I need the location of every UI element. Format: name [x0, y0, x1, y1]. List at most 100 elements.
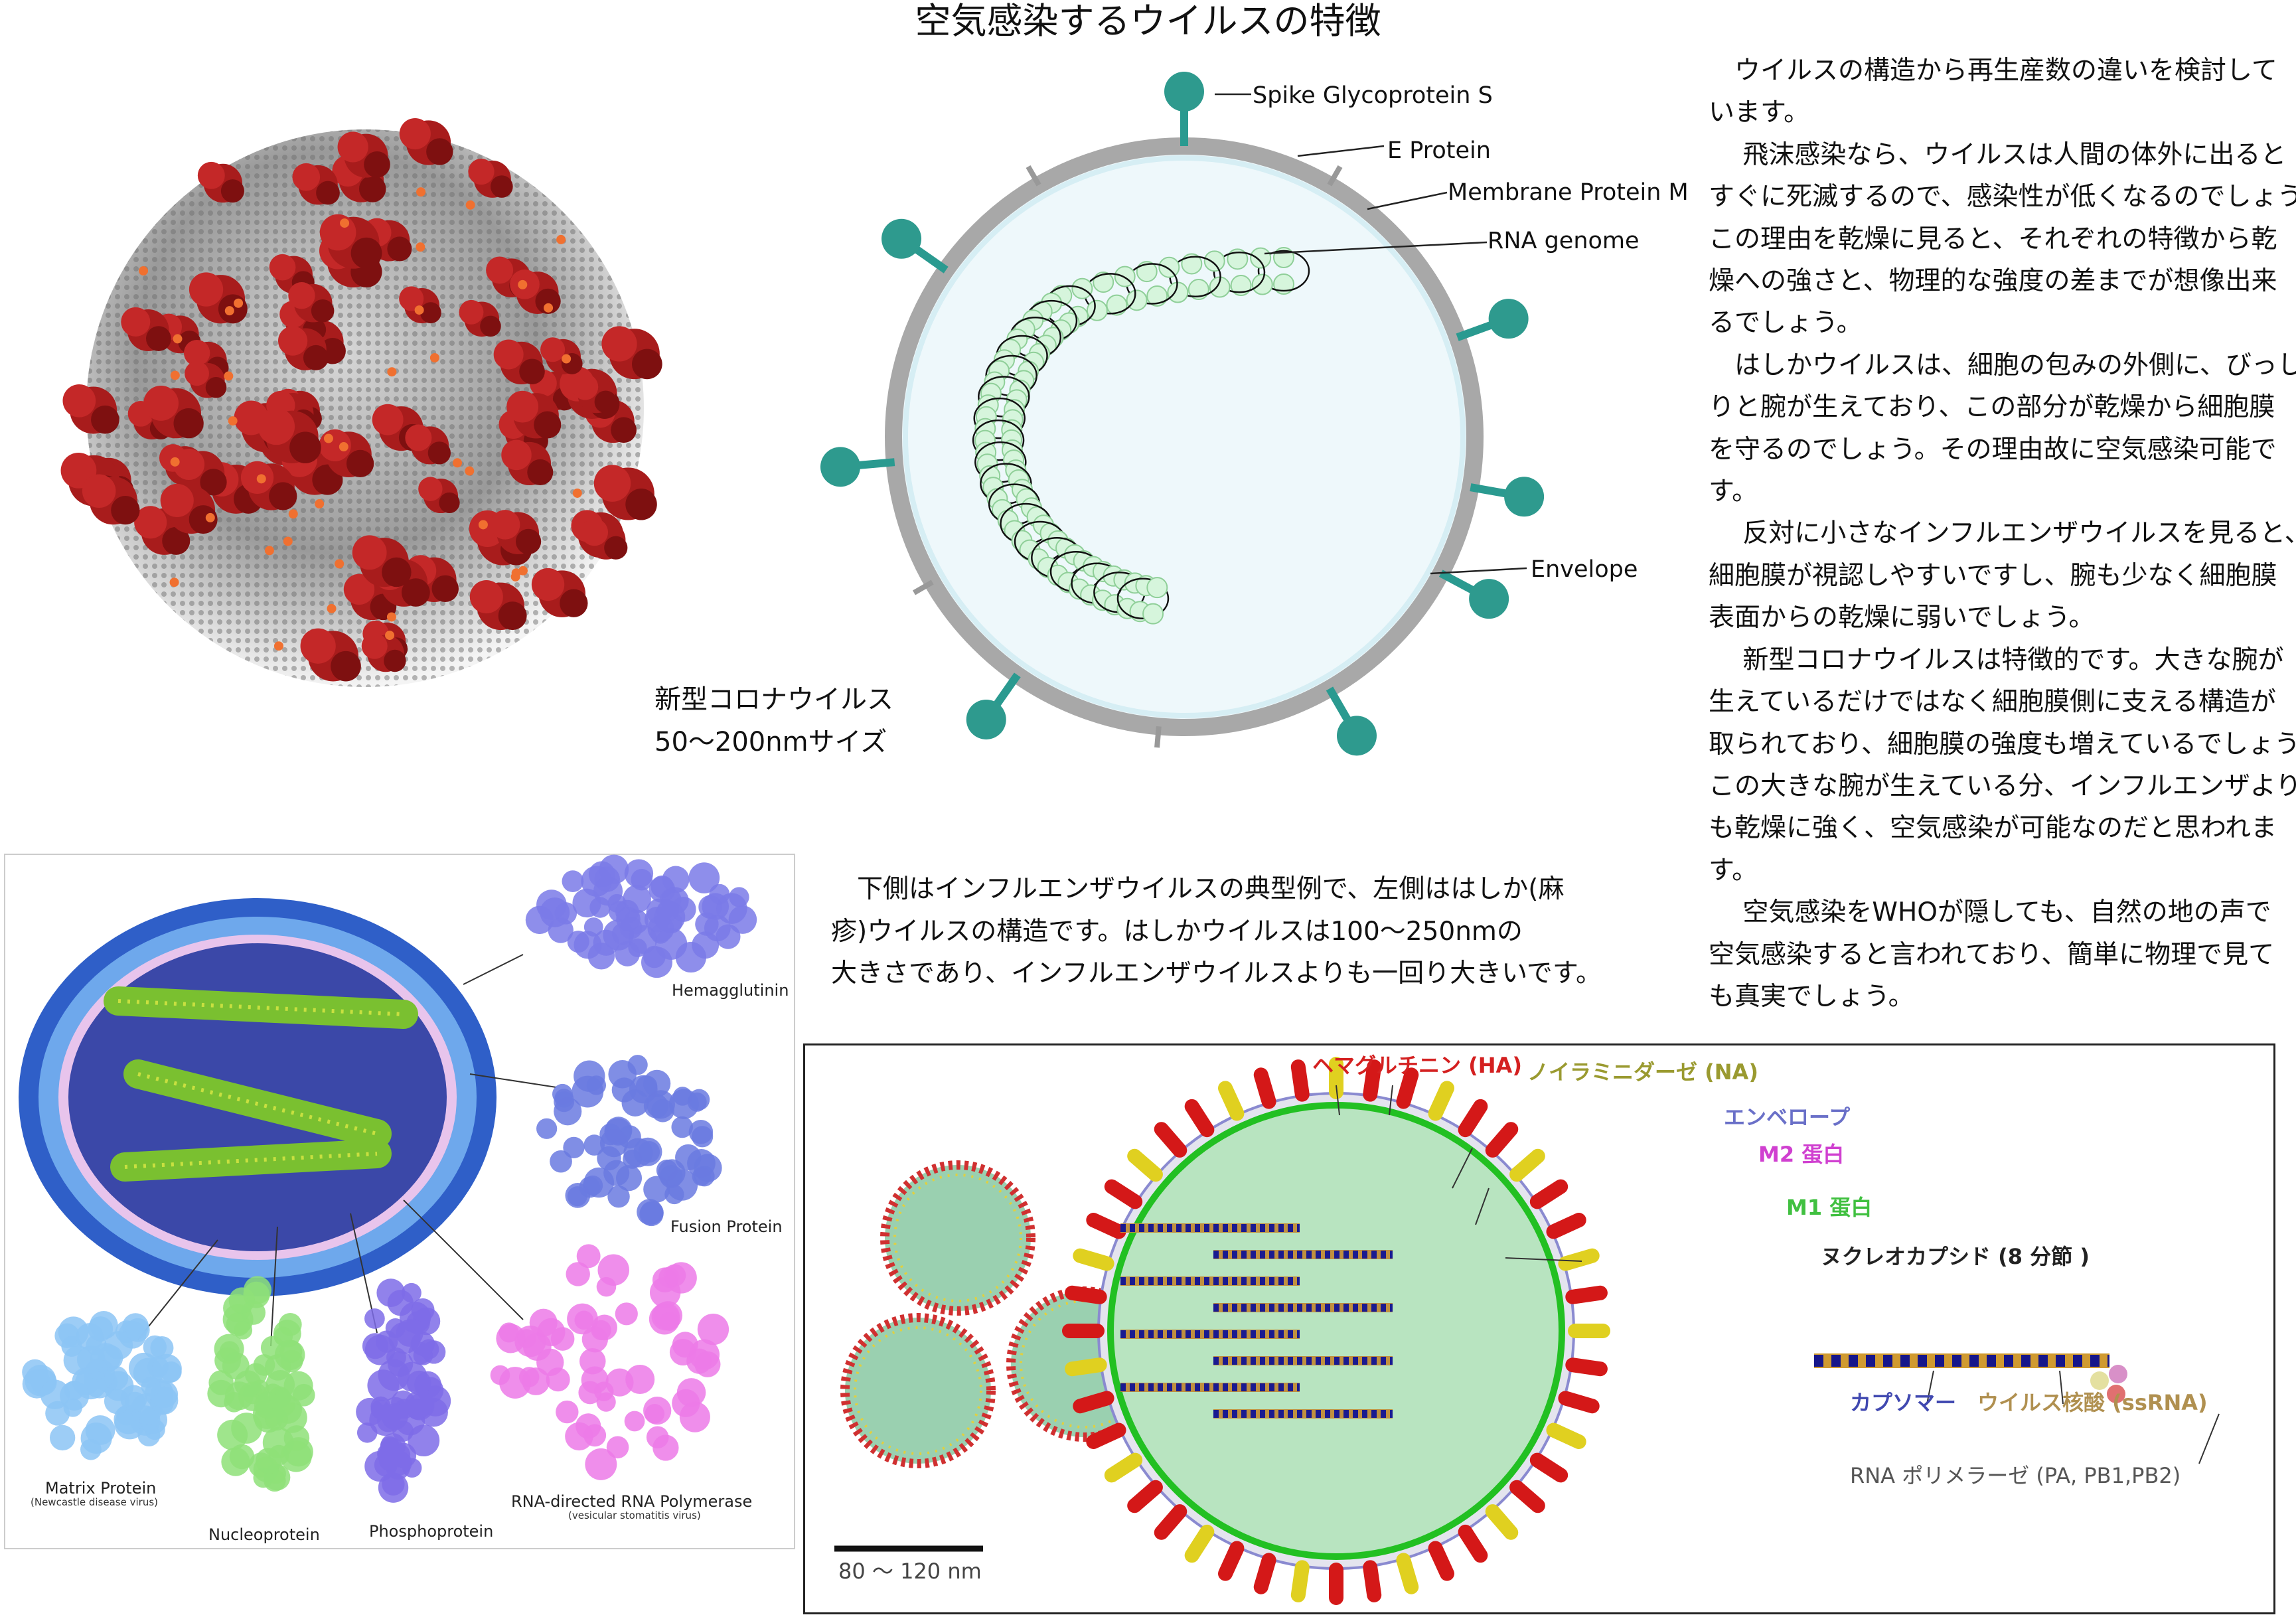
protein-atom — [406, 1370, 431, 1395]
protein-atom — [376, 1278, 406, 1308]
text-line: も真実でしょう。 — [1709, 981, 1914, 1012]
hemagglutinin-spike — [1065, 1285, 1107, 1304]
text-line: るでしょう。 — [1709, 308, 1863, 339]
orange-protein — [327, 603, 337, 613]
spike-lobe — [173, 408, 204, 439]
orange-protein — [414, 305, 424, 315]
spike-protein — [288, 282, 335, 323]
text-line: この理由を乾燥に見ると、それぞれの特徴から乾 — [1709, 224, 2277, 254]
nucleocapsid-bead — [1251, 273, 1273, 295]
spike-lobe — [189, 505, 218, 534]
spike-lobe — [531, 568, 565, 601]
protein-atom — [522, 1367, 550, 1395]
spike-protein — [399, 117, 453, 165]
label-ssrna: ウイルス核酸 (ssRNA) — [1977, 1390, 2208, 1415]
text-line: 燥への強さと、物理的な強度の差までが想像出来 — [1709, 266, 2277, 297]
text-line: すぐに死滅するので、感染性が低くなるのでしょう。 — [1709, 182, 2296, 212]
orange-protein — [224, 306, 234, 316]
protein-atom — [692, 931, 720, 959]
protein-atom — [364, 1308, 385, 1329]
protein-atom — [669, 1339, 697, 1366]
spike-protein — [531, 568, 588, 617]
text-line: います。 — [1709, 98, 1810, 128]
spike-lobe — [331, 651, 361, 682]
spike-lobe — [337, 131, 368, 163]
spike-lobe — [498, 601, 527, 631]
virion-dots — [893, 1174, 1022, 1302]
hemagglutinin-spike — [1253, 1553, 1276, 1594]
protein-atom — [672, 1087, 692, 1106]
spike-glycoprotein — [820, 447, 895, 487]
spike-protein — [580, 518, 628, 560]
coronavirus-structure-diagram — [820, 72, 1545, 756]
orange-protein — [340, 218, 350, 228]
protein-atom — [646, 1426, 669, 1449]
spike-protein — [292, 163, 340, 205]
protein-atom — [593, 929, 619, 956]
spike-lobe — [350, 237, 382, 269]
text-line: 反対に小さなインフルエンザウイルスを見ると、 — [1709, 518, 2296, 549]
protein-atom — [49, 1424, 76, 1451]
text-line: 空気感染すると言われており、簡単に物理で見て — [1709, 939, 2275, 970]
spike-lobe — [519, 358, 545, 385]
protein-atom — [260, 1336, 285, 1360]
orange-protein — [273, 641, 283, 651]
spike-lobe — [277, 326, 308, 356]
protein-atom — [152, 1353, 182, 1384]
label-rna-genome: RNA genome — [1488, 228, 1640, 254]
orange-protein — [511, 568, 521, 578]
protein-atom — [550, 1150, 572, 1173]
protein-atom — [279, 1340, 303, 1363]
label-envelope-jp: エンベロープ — [1724, 1105, 1851, 1130]
spike-protein — [258, 408, 321, 463]
spike-glycoprotein — [1164, 72, 1204, 146]
spike-lobe — [468, 159, 495, 185]
spike-glycoprotein — [881, 218, 949, 273]
spike-lobe — [594, 390, 617, 414]
spike-protein — [185, 361, 227, 398]
polymerase-pb1 — [2109, 1365, 2127, 1383]
hemagglutinin-spike — [1565, 1357, 1608, 1377]
spike-lobe — [197, 161, 225, 189]
virion-dots — [854, 1326, 982, 1455]
hemagglutinin-spike — [1428, 1541, 1454, 1581]
nucleocapsid-bead — [1136, 261, 1158, 283]
label-rna-polymerase: RNA ポリメラーゼ (PA, PB1,PB2) — [1850, 1463, 2181, 1488]
hemagglutinin-spike — [1290, 1059, 1310, 1102]
protein-atom — [214, 1347, 241, 1374]
spike-lobe — [382, 557, 412, 587]
protein-atom — [639, 1201, 664, 1227]
protein-atom — [603, 1160, 630, 1186]
label-hemagglutinin: Hemagglutinin — [672, 981, 789, 1000]
protein-atom — [619, 916, 643, 939]
spike-lobe — [358, 175, 386, 202]
nucleocapsid-bead — [1250, 247, 1272, 269]
protein-atom — [606, 1436, 629, 1459]
helix-stripe — [117, 999, 404, 1016]
nucleocapsid-bead — [1273, 273, 1294, 295]
spike-lobe — [480, 315, 501, 337]
nucleocapsid-bead — [1093, 271, 1114, 293]
protein-atom — [537, 1318, 566, 1347]
spike-lobe — [319, 214, 356, 251]
orange-protein — [228, 416, 238, 426]
nucleocapsid-bead — [1227, 248, 1249, 270]
spike-lobe — [82, 474, 116, 508]
spike-lobe — [501, 439, 532, 471]
orange-protein — [416, 242, 425, 252]
spike-lobe — [269, 254, 296, 281]
protein-atom — [221, 1447, 250, 1476]
nucleocapsid-bead — [1230, 275, 1252, 297]
text-line: 細胞膜が視認しやすいですし、腕も少なく細胞膜 — [1709, 560, 2277, 591]
protein-atom — [585, 1448, 617, 1480]
protein-atom — [688, 862, 720, 893]
spike-lobe — [490, 510, 520, 540]
membrane-protein — [1154, 726, 1162, 748]
protein-atom — [387, 1351, 414, 1377]
text-line: す。 — [1709, 855, 1758, 886]
neuraminidase-spike — [1546, 1423, 1586, 1449]
coronavirus-illustration — [60, 117, 662, 687]
page-title: 空気感染するウイルスの特徴 — [915, 0, 1381, 42]
orange-protein — [339, 442, 348, 452]
protein-atom — [688, 1120, 714, 1144]
